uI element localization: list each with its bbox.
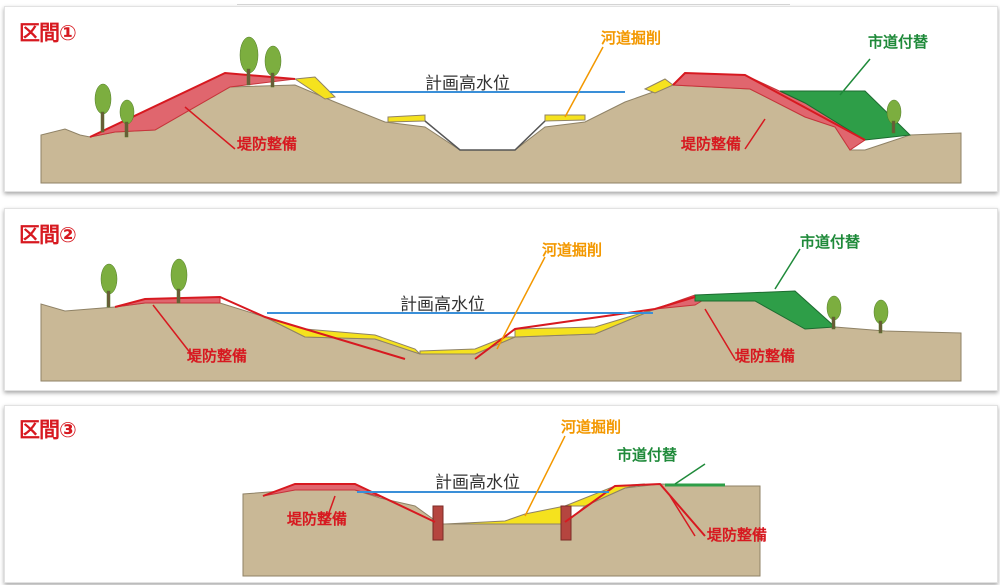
- leader-road: [774, 248, 801, 290]
- section-1-river-label: 河道掘削: [601, 29, 662, 47]
- tree-icons: [100, 258, 889, 334]
- excavation-right: [514, 308, 656, 338]
- leader-river: [564, 46, 604, 118]
- levee-line-left: [262, 483, 436, 523]
- section-2-cross-section: [40, 248, 962, 382]
- section-3-panel: 区間③ 計画高水位 河道掘削 市道付替 堤防整備 堤防整備: [4, 405, 998, 583]
- excavation-left: [264, 316, 421, 355]
- levee-line-right: [564, 482, 706, 537]
- road-replacement: [694, 290, 837, 330]
- section-1-road-label: 市道付替: [868, 33, 929, 51]
- excavation-left-berm: [387, 114, 426, 123]
- leader-levee-left: [324, 495, 336, 525]
- channel-bed: [424, 120, 546, 151]
- section-2-water-label: 計画高水位: [400, 295, 485, 315]
- section-2-road-label: 市道付替: [800, 233, 861, 251]
- retaining-wall-right: [560, 505, 572, 541]
- section-3-river-label: 河道掘削: [561, 418, 622, 436]
- tree-icons: [94, 36, 902, 138]
- section-1-water-label: 計画高水位: [425, 74, 510, 94]
- section-2-levee-right-label: 堤防整備: [735, 347, 796, 365]
- levee-line-left: [114, 295, 406, 360]
- section-3-levee-left-label: 堤防整備: [287, 510, 348, 528]
- leader-levee-right: [669, 495, 696, 537]
- levee-line-right: [672, 71, 866, 141]
- levee-line-right: [474, 296, 696, 360]
- section-2-river-label: 河道掘削: [542, 241, 603, 259]
- section-2-levee-left-label: 堤防整備: [187, 347, 248, 365]
- section-3-levee-right-label: 堤防整備: [707, 526, 768, 544]
- excavation-right-berm: [544, 114, 586, 122]
- section-3-water-label: 計画高水位: [435, 473, 520, 493]
- section-1-levee-left-label: 堤防整備: [237, 135, 298, 153]
- leader-river: [524, 435, 566, 517]
- section-3-road-label: 市道付替: [617, 446, 678, 464]
- section-2-panel: 区間② 計画高水位 河道掘削 市道付替 堤防整備 堤防整備: [4, 208, 998, 391]
- section-1-title: 区間①: [19, 21, 77, 45]
- section-3-title: 区間③: [19, 418, 77, 442]
- excavation-left-bank: [293, 76, 337, 100]
- excavation-bed: [444, 505, 566, 525]
- leader-road: [839, 58, 871, 96]
- section-1-panel: 区間① 計画高水位 河道掘削 市道付替 堤防整備 堤防整備: [4, 6, 998, 192]
- ground: [242, 483, 761, 577]
- leader-river: [496, 256, 546, 350]
- top-divider: [237, 4, 790, 5]
- leader-road: [674, 463, 706, 485]
- section-1-levee-right-label: 堤防整備: [681, 135, 742, 153]
- leader-levee-left: [184, 106, 236, 150]
- section-1-cross-section: [40, 36, 962, 184]
- section-3-cross-section: [242, 435, 761, 577]
- leader-levee-right: [704, 308, 736, 360]
- section-2-title: 区間②: [19, 223, 77, 247]
- retaining-wall-left: [432, 505, 444, 541]
- leader-levee-right: [744, 118, 766, 150]
- leader-levee-left: [152, 304, 196, 360]
- road-replacement: [779, 90, 912, 141]
